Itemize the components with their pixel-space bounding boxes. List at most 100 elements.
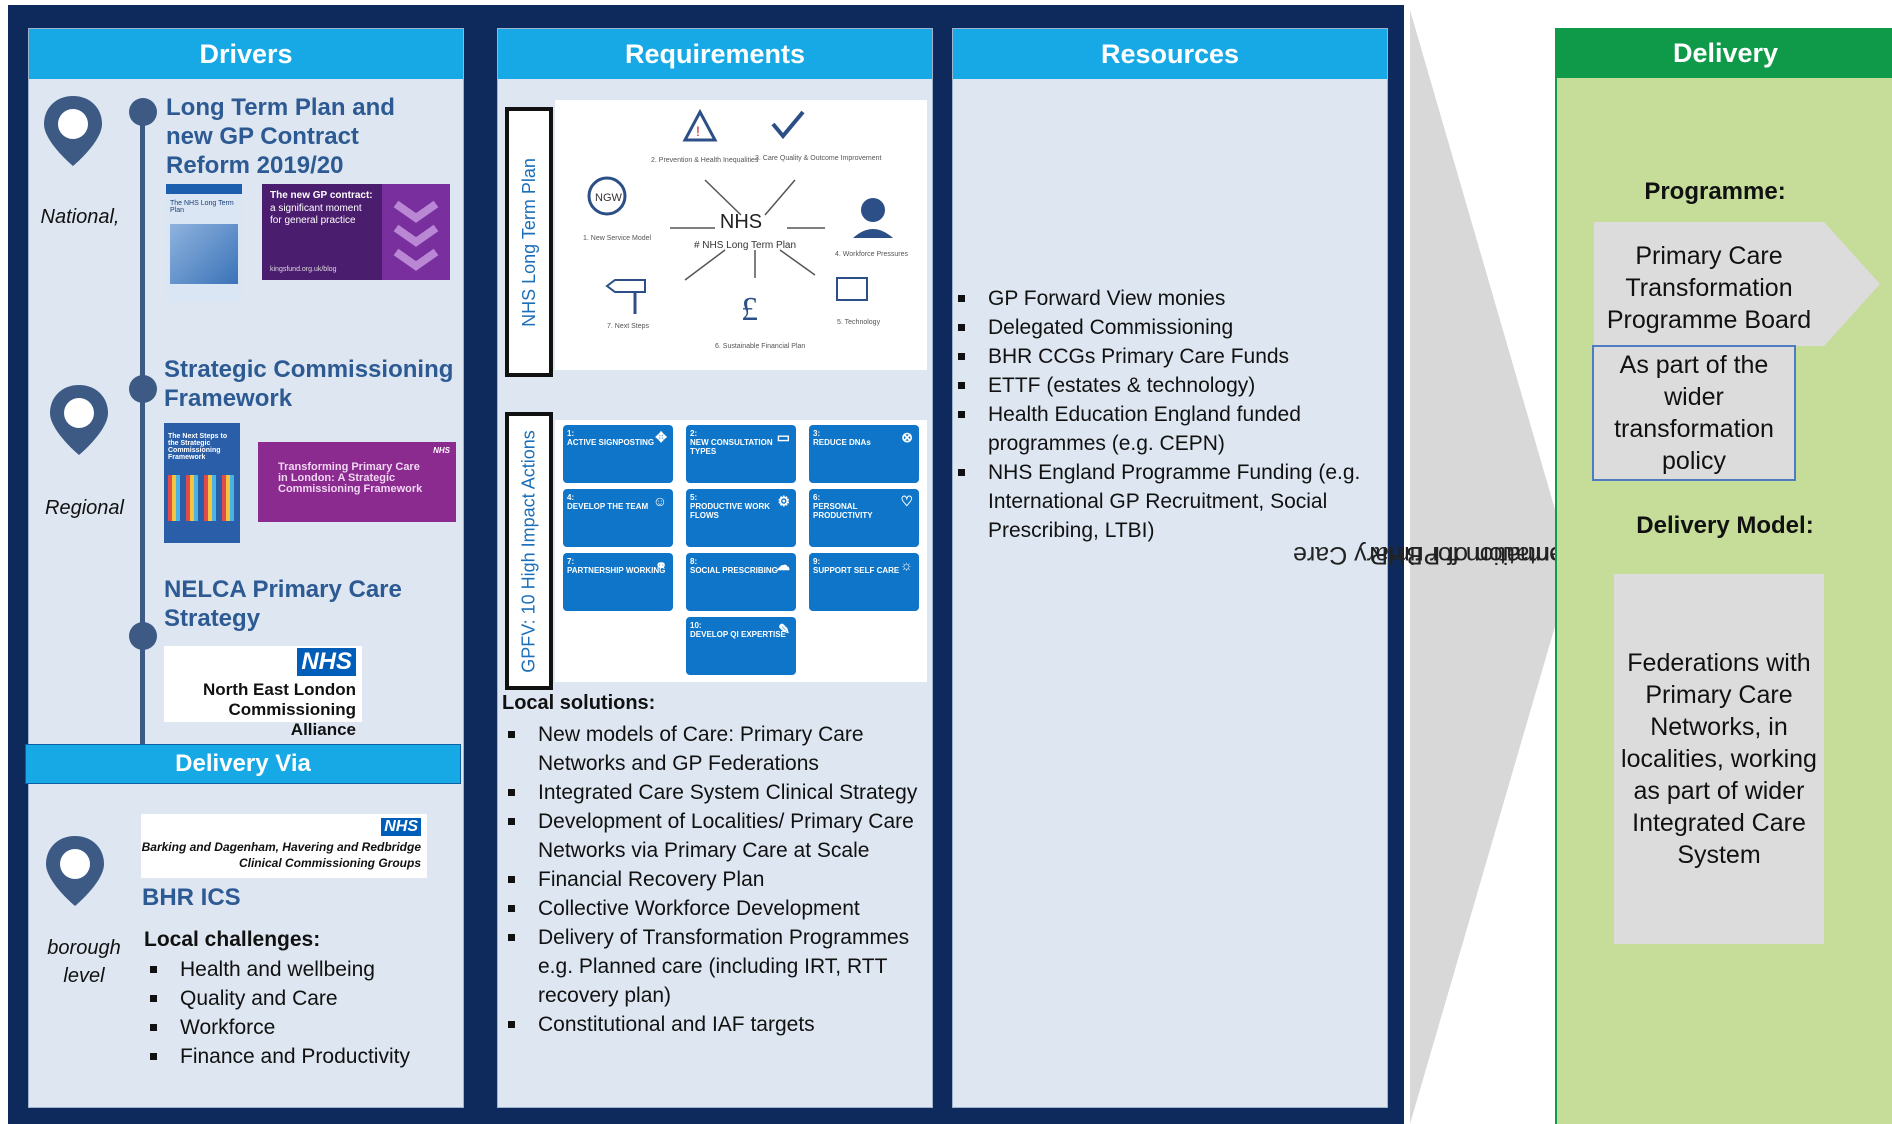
list-item: Delivery of Transformation Programmes e.… xyxy=(502,923,930,1010)
hia-label: SOCIAL PRESCRIBING xyxy=(690,566,778,575)
resources-header: Resources xyxy=(953,29,1387,79)
hia-num: 3: xyxy=(813,429,821,438)
hia-num: 1: xyxy=(567,429,575,438)
delivery-header: Delivery xyxy=(1557,28,1892,78)
handshake-icon: ⚭ xyxy=(655,557,667,573)
nhs-logo-small: NHS xyxy=(433,446,450,455)
nelca-line1: North East London xyxy=(203,680,356,699)
ltp-label-text: NHS Long Term Plan xyxy=(518,157,539,327)
resources-column: Resources xyxy=(952,28,1388,1108)
driver-title-scf: Strategic Commissioning Framework xyxy=(164,356,454,412)
policy-box-text: As part of the wider transformation poli… xyxy=(1614,351,1774,475)
signpost-icon: ✥ xyxy=(655,429,667,445)
ltp-cover-image: The NHS Long Term Plan xyxy=(166,184,242,302)
nhs-logo: NHS xyxy=(297,648,356,676)
hia-label: DEVELOP THE TEAM xyxy=(567,502,649,511)
list-item: Health and wellbeing xyxy=(144,955,454,984)
local-challenges-list: Health and wellbeing Quality and Care Wo… xyxy=(144,955,454,1071)
hia-tile: 4: DEVELOP THE TEAM ☺ xyxy=(563,489,673,547)
local-challenges-title: Local challenges: xyxy=(144,928,321,951)
driver-title-ltp: Long Term Plan and new GP Contract Refor… xyxy=(166,94,395,179)
ltp-node-text: 5. Technology xyxy=(837,319,881,326)
location-pin-icon xyxy=(50,385,108,455)
programme-label: Programme: xyxy=(1644,178,1786,205)
list-item: Health Education England funded programm… xyxy=(952,400,1382,458)
list-item: NHS England Programme Funding (e.g. Inte… xyxy=(952,458,1382,545)
heart-icon: ♡ xyxy=(900,493,913,509)
requirements-header: Requirements xyxy=(498,29,932,79)
list-item: Development of Localities/ Primary Care … xyxy=(502,807,930,865)
hia-label: REDUCE DNAs xyxy=(813,438,871,447)
hia-num: 9: xyxy=(813,557,821,566)
location-pin-icon xyxy=(46,836,104,906)
scope-borough: borough level xyxy=(47,937,121,987)
timeline-line xyxy=(140,110,145,744)
ltp-center-text: NHS xyxy=(720,211,762,233)
cross-circle-icon: ⊗ xyxy=(901,429,913,445)
ngw-text: NGW xyxy=(595,192,623,204)
hia-num: 2: xyxy=(690,429,698,438)
scope-regional: Regional xyxy=(45,497,124,519)
bhr-logo-line1: Barking and Dagenham, Havering and Redbr… xyxy=(141,840,421,854)
gpfv-vertical-label: GPFV: 10 High Impact Actions xyxy=(505,412,553,690)
hia-label: PRODUCTIVE WORK FLOWS xyxy=(690,502,770,520)
hia-label: PARTNERSHIP WORKING xyxy=(567,566,666,575)
gpfv-label-text: GPFV: 10 High Impact Actions xyxy=(518,429,539,673)
next-steps-cover-image: The Next Steps to the Strategic Commissi… xyxy=(164,423,240,543)
svg-text:!: ! xyxy=(696,123,700,139)
hia-num: 8: xyxy=(690,557,698,566)
gp-contract-sub: a significant moment for general practic… xyxy=(270,203,362,226)
hia-num: 5: xyxy=(690,493,698,502)
list-item: Finance and Productivity xyxy=(144,1042,454,1071)
local-solutions-list: New models of Care: Primary Care Network… xyxy=(502,720,930,1039)
hia-num: 6: xyxy=(813,493,821,502)
hia-label: SUPPORT SELF CARE xyxy=(813,566,900,575)
list-item: New models of Care: Primary Care Network… xyxy=(502,720,930,778)
nelca-logo: NHS North East London Commissioning Alli… xyxy=(164,646,362,739)
list-item: Delegated Commissioning xyxy=(952,313,1382,342)
timeline-dot xyxy=(129,375,157,403)
ltp-subtitle-text: # NHS Long Term Plan xyxy=(694,240,796,251)
list-item: Constitutional and IAF targets xyxy=(502,1010,930,1039)
ltp-sketch-panel: ! NGW £ NHS # NHS Long Term Plan 1. New … xyxy=(555,100,927,370)
list-item: Financial Recovery Plan xyxy=(502,865,930,894)
location-pin-icon xyxy=(44,96,102,166)
hia-num: 7: xyxy=(567,557,575,566)
delivery-model-text: Federations with Primary Care Networks, … xyxy=(1621,649,1817,869)
hia-tile: 9: SUPPORT SELF CARE ☼ xyxy=(809,553,919,611)
hia-num: 10: xyxy=(690,621,702,630)
hia-label: PERSONAL PRODUCTIVITY xyxy=(813,502,873,520)
list-item: Quality and Care xyxy=(144,984,454,1013)
hia-tile: 6: PERSONAL PRODUCTIVITY ♡ xyxy=(809,489,919,547)
drivers-header: Drivers xyxy=(29,29,463,79)
ltp-sketch-drawing: ! NGW £ NHS # NHS Long Term Plan 1. New … xyxy=(583,108,909,350)
delivery-model-box: Federations with Primary Care Networks, … xyxy=(1614,574,1824,944)
gp-contract-title: The new GP contract: xyxy=(270,190,373,201)
gp-contract-url: kingsfund.org.uk/blog xyxy=(270,266,337,273)
nhs-logo: NHS xyxy=(381,818,421,836)
list-item: Workforce xyxy=(144,1013,454,1042)
gp-contract-image: The new GP contract: a significant momen… xyxy=(262,184,450,280)
hia-tile: 5: PRODUCTIVE WORK FLOWS ⚙ xyxy=(686,489,796,547)
delivery-model-label: Delivery Model: xyxy=(1636,512,1814,539)
ltp-node-text: 3. Care Quality & Outcome Improvement xyxy=(755,155,881,162)
resources-list: GP Forward View monies Delegated Commiss… xyxy=(952,284,1382,545)
speech-bubbles-icon: ☁ xyxy=(776,557,790,573)
policy-box: As part of the wider transformation poli… xyxy=(1592,345,1796,481)
timeline-dot xyxy=(129,622,157,650)
scope-national: National, xyxy=(40,206,120,228)
timeline-dot xyxy=(129,98,157,126)
ltp-node-text: 2. Prevention & Health Inequalities xyxy=(651,157,759,164)
monitor-icon: ▭ xyxy=(776,429,790,445)
bhr-ccg-logo: NHS Barking and Dagenham, Havering and R… xyxy=(141,814,427,878)
hia-tile: 2: NEW CONSULTATION TYPES ▭ xyxy=(686,425,796,483)
programme-arrow-shape xyxy=(1594,222,1880,346)
list-item: ETTF (estates & technology) xyxy=(952,371,1382,400)
programme-box-text: Primary Care Transformation Programme Bo… xyxy=(1606,242,1812,334)
chevron-decoration-icon xyxy=(382,184,450,280)
hia-tile: 10: DEVELOP QI EXPERTISE ✎ xyxy=(686,617,796,675)
ltp-vertical-label: NHS Long Term Plan xyxy=(505,107,553,377)
hia-label: DEVELOP QI EXPERTISE xyxy=(690,630,786,639)
bhr-ics-title: BHR ICS xyxy=(142,884,241,911)
transforming-pc-image: Transforming Primary Care in London: A S… xyxy=(258,442,456,522)
